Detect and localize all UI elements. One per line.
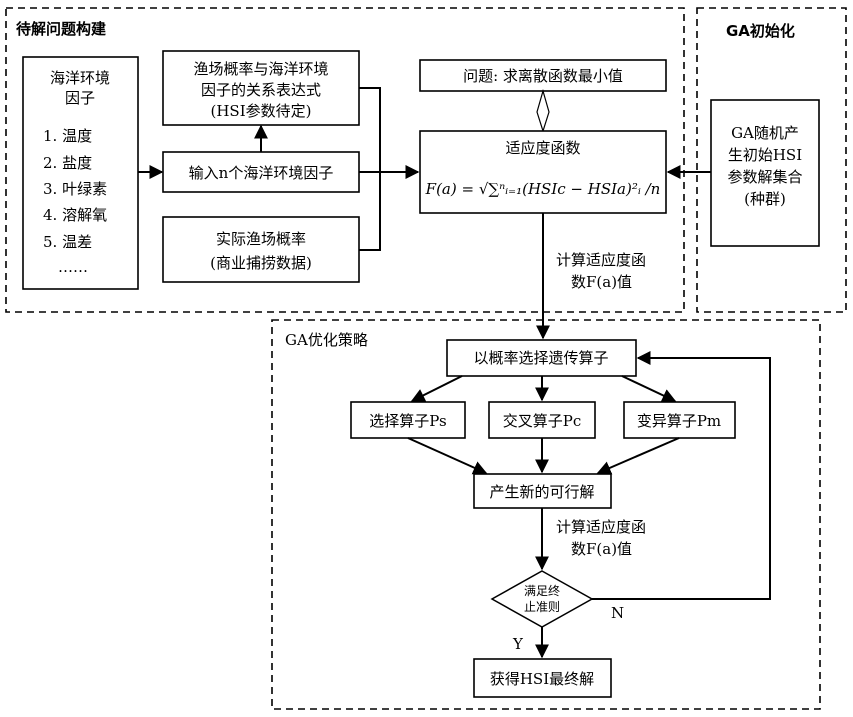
mutation-operator-box <box>623 401 736 439</box>
actual-line-1: 实际渔场概率 <box>216 230 306 248</box>
actual-probability-box <box>162 216 360 283</box>
factor-item: 2. 盐度 <box>43 154 92 172</box>
factor-item: 1. 温度 <box>43 127 92 145</box>
ga-init-section-frame <box>696 7 847 313</box>
line-relation-bracket <box>359 87 381 172</box>
relation-line-1: 渔场概率与海洋环境 <box>193 60 328 78</box>
ga-population-box <box>710 99 820 247</box>
factors-box <box>22 56 139 290</box>
decision-line-1: 满足终 <box>524 583 560 598</box>
factor-item: …… <box>58 258 88 276</box>
select-genetic-operator-text: 以概率选择遗传算子 <box>473 349 608 367</box>
select-genetic-operator-box <box>446 339 637 377</box>
ga-opt-section-title: GA优化策略 <box>285 331 368 349</box>
factor-item: 5. 温差 <box>43 233 92 251</box>
problem-text: 问题: 求离散函数最小值 <box>463 67 623 85</box>
yes-label: Y <box>512 635 524 653</box>
termination-decision-diamond <box>490 570 594 628</box>
ga-optimization-section-frame <box>271 319 821 710</box>
arrow-no-loop-back <box>592 351 771 600</box>
factor-item: 4. 溶解氧 <box>43 206 107 224</box>
problem-section-frame <box>5 7 685 313</box>
calc-fitness-label-2a: 计算适应度函 <box>556 518 646 536</box>
new-solution-box <box>473 473 612 509</box>
new-solution-text: 产生新的可行解 <box>489 483 594 501</box>
ga-population-line: 生初始HSI <box>728 146 802 164</box>
calc-fitness-label-1b: 数F(a)值 <box>571 273 632 291</box>
input-factors-text: 输入n个海洋环境因子 <box>189 164 334 182</box>
line-actual-bracket <box>359 172 381 251</box>
arrow-to-selection <box>410 375 463 402</box>
arrow-selection-to-new <box>407 437 488 475</box>
relation-expression-box <box>162 50 360 126</box>
factors-title-2: 因子 <box>65 89 95 107</box>
ga-population-line: 参数解集合 <box>727 168 802 186</box>
final-solution-box <box>473 658 612 698</box>
fitness-function-box <box>419 130 667 214</box>
ga-population-line: (种群) <box>744 190 786 208</box>
relation-line-3: (HSI参数待定) <box>211 102 312 120</box>
selection-operator-text: 选择算子Ps <box>369 412 446 430</box>
final-solution-text: 获得HSI最终解 <box>490 670 594 688</box>
fitness-formula: F(a) = √∑ⁿᵢ₌₁(HSIc − HSIa)²ᵢ /n <box>425 180 661 198</box>
problem-box <box>419 59 667 92</box>
calc-fitness-label-1a: 计算适应度函 <box>556 251 646 269</box>
relation-line-2: 因子的关系表达式 <box>201 81 321 99</box>
no-label: N <box>611 604 624 622</box>
calc-fitness-label-2b: 数F(a)值 <box>571 540 632 558</box>
factors-title-1: 海洋环境 <box>50 69 110 87</box>
connector-diamond <box>536 88 550 133</box>
factor-item: 3. 叶绿素 <box>43 180 107 198</box>
mutation-operator-text: 变异算子Pm <box>637 412 721 430</box>
ga-init-section-title: GA初始化 <box>726 22 795 40</box>
ga-population-line: GA随机产 <box>731 124 799 142</box>
fitness-title: 适应度函数 <box>505 139 580 157</box>
actual-line-2: (商业捕捞数据) <box>210 254 312 272</box>
arrow-mutation-to-new <box>596 437 680 475</box>
problem-section-title: 待解问题构建 <box>16 20 107 38</box>
decision-line-2: 止准则 <box>524 600 560 614</box>
arrow-to-mutation <box>621 375 677 402</box>
crossover-operator-text: 交叉算子Pc <box>503 412 582 430</box>
